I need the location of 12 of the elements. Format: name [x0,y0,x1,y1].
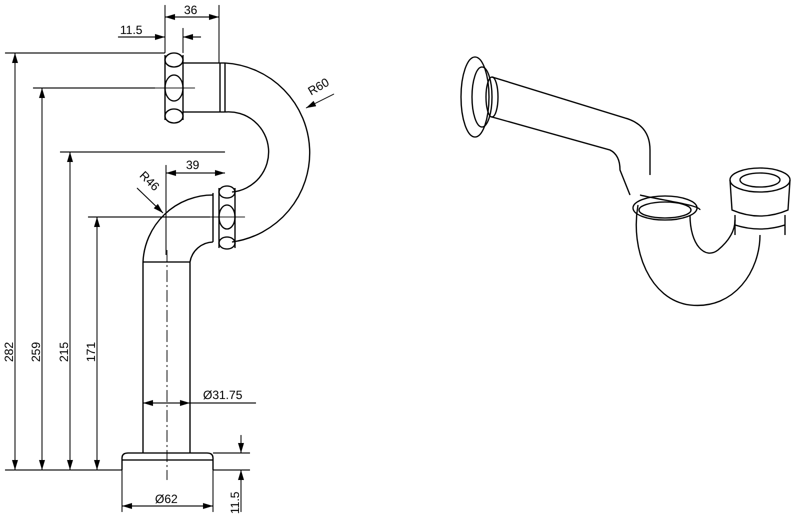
dimension-label: Ø31.75 [203,389,242,401]
dimension-label: 11.5 [229,492,241,514]
dimension-label: 171 [85,342,97,362]
dimension-label: 259 [30,342,42,362]
dimension-label: 11.5 [120,24,142,36]
dimension-label: 39 [186,159,200,171]
dimension-label: 282 [3,342,15,362]
dimension-label: 215 [58,342,70,362]
dimension-label: Ø62 [155,493,178,505]
dimension-label: R46 [138,169,162,194]
dimension-label: 36 [184,4,198,16]
dimension-label: R60 [306,76,332,98]
